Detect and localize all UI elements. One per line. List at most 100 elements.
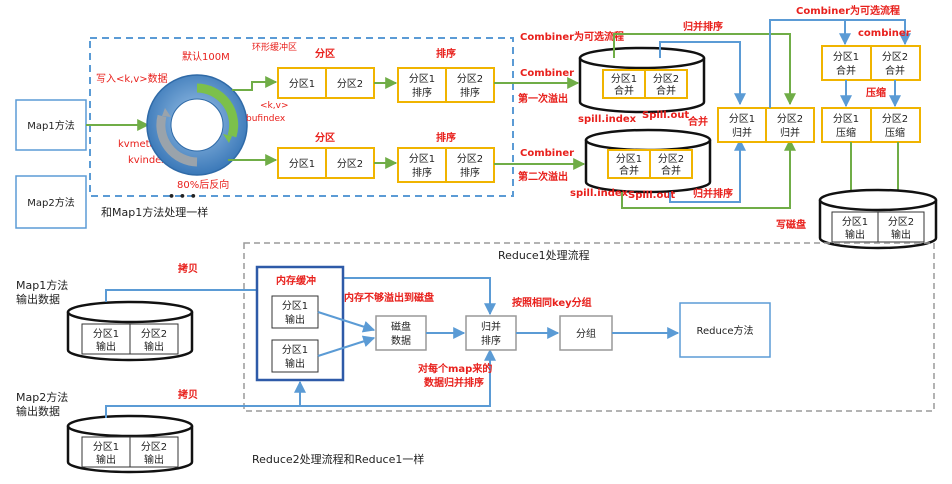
sorted2-top-line1: 分区2 [457, 73, 483, 85]
spill2-to-merge-green [621, 138, 796, 209]
map2-output-cylinder: 分区1 输出 分区2 输出 [66, 414, 194, 474]
reduce2-same-label: Reduce2处理流程和Reduce1一样 [252, 452, 424, 466]
cz1-line1: 分区1 [833, 113, 859, 125]
cz1-line2: 压缩 [836, 126, 856, 139]
disk-data-line2: 数据 [391, 334, 411, 347]
out2-line2: 输出 [891, 228, 911, 241]
part2-top: 分区2 [337, 78, 363, 90]
spill1-merged2-line2: 合并 [656, 84, 676, 97]
copy-arrow-2b [300, 348, 496, 407]
m1db-p1-line2: 输出 [96, 340, 116, 353]
map2-label: Map2方法 [27, 196, 74, 209]
bufindex-label: bufindex [246, 114, 286, 124]
mem1-to-disk-arrow [317, 311, 376, 333]
part2-bottom: 分区2 [337, 158, 363, 170]
default-100m-label: 默认100M [182, 50, 230, 63]
sorted2-top-line2: 排序 [460, 86, 480, 99]
m1db-p2-line2: 输出 [144, 340, 164, 353]
spill1-merged2-line1: 分区2 [653, 73, 679, 85]
partition-title-1: 分区 [315, 47, 335, 60]
combiner-label-1: Combiner [520, 68, 574, 79]
cz2-line1: 分区2 [882, 113, 908, 125]
combiner-lower: combiner [858, 28, 911, 39]
spill2-merged1-line1: 分区1 [616, 153, 642, 165]
kvmeta-label: kvmeta [118, 139, 156, 150]
mem2-line1: 分区1 [282, 344, 308, 356]
map2-output-line2: 输出数据 [16, 404, 60, 418]
sorted1-top-line2: 排序 [412, 86, 432, 99]
dots-label: • • • [168, 190, 197, 203]
map1-box [15, 99, 87, 151]
sorted2-bottom-line2: 排序 [460, 166, 480, 179]
kvindex-label: kvindex [128, 155, 167, 166]
partition-group-top: 分区1 分区2 [277, 67, 375, 99]
gb1-line1: 分区1 [729, 113, 755, 125]
reduce1-region-dashed [243, 242, 935, 412]
ring-buffer-label: 环形缓冲区 [252, 41, 297, 53]
second-spill-label: 第二次溢出 [518, 170, 568, 183]
sort-group-top: 分区1 排序 分区2 排序 [397, 67, 495, 103]
compressed-partitions: 分区1 压缩 分区2 压缩 [821, 107, 921, 143]
partition-group-bottom: 分区1 分区2 [277, 147, 375, 179]
group-label: 分组 [576, 327, 596, 340]
write-disk-label: 写磁盘 [776, 218, 806, 231]
same-as-map1-label: 和Map1方法处理一样 [101, 205, 208, 219]
m2db-p1-line2: 输出 [96, 453, 116, 466]
mem2-line2: 输出 [285, 357, 305, 370]
to-combiner-arrow-blue [769, 19, 911, 108]
cm1-line1: 分区1 [833, 51, 859, 63]
merge-sort-line1: 归并 [481, 320, 501, 333]
out1-line2: 输出 [845, 228, 865, 241]
out2-line1: 分区2 [888, 216, 914, 228]
sorted2-bottom-line1: 分区2 [457, 153, 483, 165]
part1-top: 分区1 [289, 78, 315, 90]
mem-output-box-2 [271, 339, 319, 373]
map2-box [15, 175, 87, 229]
spill2-merged1-line2: 合并 [619, 164, 639, 177]
sorted1-top-line1: 分区1 [409, 73, 435, 85]
part1-bottom: 分区1 [289, 158, 315, 170]
first-spill-label: 第一次溢出 [518, 92, 568, 105]
map2-output-line1: Map2方法 [16, 390, 68, 404]
spill-out-2: Spill.out [628, 190, 675, 201]
memory-buffer-label: 内存缓冲 [276, 274, 316, 287]
cm2-line2: 合并 [885, 64, 905, 77]
spill-cylinder-2: 分区1 合并 分区2 合并 [584, 128, 712, 194]
sort-title-1: 排序 [436, 47, 456, 60]
sort-title-2: 排序 [436, 131, 456, 144]
kv-label: <k,v> [260, 101, 288, 111]
merge-sort-line2: 排序 [481, 334, 501, 347]
map-region-dashed [89, 37, 514, 197]
per-map-merge-line1: 对每个map来的 [418, 362, 492, 375]
m2db-p2-line2: 输出 [144, 453, 164, 466]
reverse-80-label: 80%后反向 [177, 178, 229, 191]
out1-line1: 分区1 [842, 216, 868, 228]
merge-sort-label-2: 归并排序 [693, 187, 733, 200]
mem1-line1: 分区1 [282, 300, 308, 312]
combiner-label-2: Combiner [520, 148, 574, 159]
m2db-p1-line1: 分区1 [93, 441, 119, 453]
sorted1-bottom-line1: 分区1 [409, 153, 435, 165]
mem-output-box-1 [271, 295, 319, 329]
ring-buffer [146, 74, 248, 176]
merge-sort-label-1: 归并排序 [683, 20, 723, 33]
mem1-line2: 输出 [285, 313, 305, 326]
m1db-p1-line1: 分区1 [93, 328, 119, 340]
reduce1-flow-title: Reduce1处理流程 [498, 248, 590, 262]
spill1-merged1-line2: 合并 [614, 84, 634, 97]
reduce-method-label: Reduce方法 [697, 324, 754, 337]
spill2-merged2-line1: 分区2 [658, 153, 684, 165]
gb2-line2: 归并 [780, 126, 800, 139]
copy-label-1: 拷贝 [178, 262, 198, 275]
copy-arrow-2 [105, 380, 306, 418]
group-box [559, 315, 613, 351]
m2db-p2-line1: 分区2 [141, 441, 167, 453]
map1-label: Map1方法 [27, 119, 74, 132]
combined-partitions: 分区1 合并 分区2 合并 [821, 45, 921, 81]
cm1-line2: 合并 [836, 64, 856, 77]
map1-output-cylinder: 分区1 输出 分区2 输出 [66, 300, 194, 362]
write-kv-label: 写入<k,v>数据 [96, 72, 168, 85]
copy-label-2: 拷贝 [178, 388, 198, 401]
combiner-optional-label-2: Combiner为可选流程 [796, 4, 900, 17]
spill-index-1: spill.index [578, 114, 637, 125]
